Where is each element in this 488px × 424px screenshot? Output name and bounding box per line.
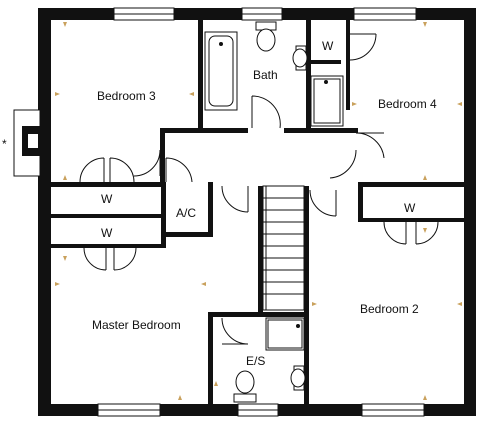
window-bedroom2 [361, 402, 425, 418]
doors [79, 33, 439, 345]
bath-basin [292, 45, 308, 71]
ensuite-toilet [233, 370, 257, 403]
label-bedroom2: Bedroom 2 [360, 302, 419, 316]
bed4-shower [310, 75, 344, 127]
label-bath: Bath [253, 68, 278, 82]
staircase [262, 185, 305, 311]
window-bedroom4 [353, 6, 417, 22]
dimension-markers [55, 22, 462, 400]
label-wardrobe-bed2: W [404, 201, 416, 215]
label-wardrobe-bed3: W [101, 192, 113, 206]
label-wardrobe-bed4: W [322, 39, 334, 53]
label-ensuite: E/S [246, 354, 265, 368]
window-ensuite [237, 402, 279, 418]
label-bedroom3: Bedroom 3 [97, 89, 156, 103]
bath-toilet [255, 21, 277, 52]
label-bedroom4: Bedroom 4 [378, 97, 437, 111]
label-wardrobe-master: W [101, 226, 113, 240]
window-bath [241, 6, 283, 22]
interior-walls [51, 20, 464, 404]
ensuite-shower [265, 317, 305, 351]
bathtub [204, 31, 238, 111]
chimney-breast [13, 109, 44, 177]
window-bedroom3 [113, 6, 175, 22]
label-master-bedroom: Master Bedroom [92, 318, 181, 332]
ensuite-basin [290, 365, 306, 391]
chimney-note: * [2, 137, 7, 151]
window-master [97, 402, 161, 418]
label-airing-cupboard: A/C [176, 206, 196, 220]
